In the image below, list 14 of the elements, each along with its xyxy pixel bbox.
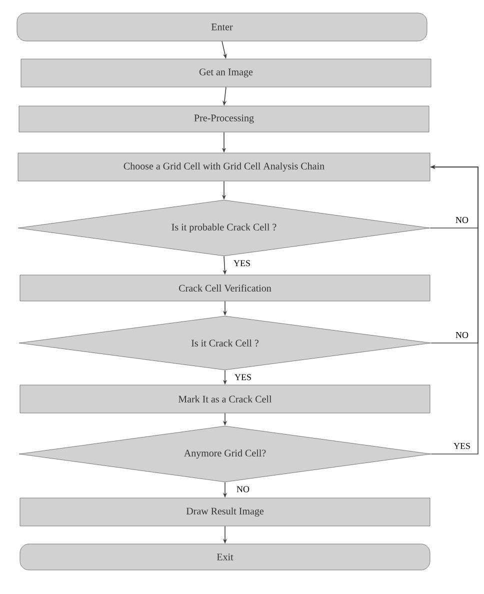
edge-label: NO [454,330,470,340]
edge-label: YES [234,373,252,382]
terminal-box: Enter [16,12,428,42]
process-box: Draw Result Image [20,498,430,526]
process-box: Get an Image [20,58,432,88]
process-box: Mark It as a Crack Cell [20,384,430,414]
edge-label: YES [232,259,252,268]
terminal-box: Exit [20,544,430,570]
edge-label: NO [236,485,250,494]
process-box: Crack Cell Verification [20,274,430,302]
edge-label: NO [454,216,470,224]
process-box: Choose a Grid Cell with Grid Cell Analysis Chain [18,152,430,182]
edge-label: YES [452,442,472,450]
process-box: Pre-Processing [18,106,430,132]
